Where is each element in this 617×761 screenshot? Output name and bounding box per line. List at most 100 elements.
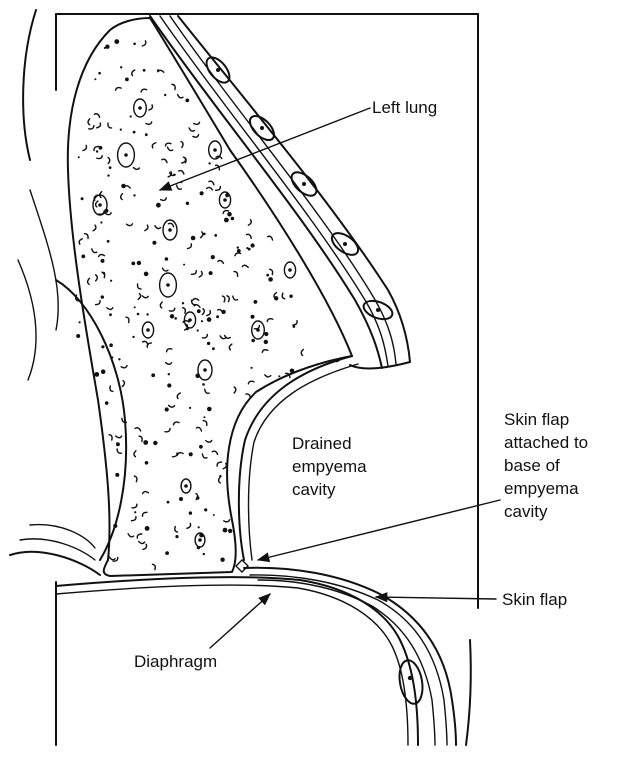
lung-cell-nucleus [166,283,170,287]
skin-flap-attached-label: Skin flap attached to base of empyema ca… [504,408,588,523]
lung-texture-mark [153,441,157,445]
lung-texture-mark [116,442,120,446]
lung-texture-mark [251,339,255,343]
chest-wall-cell-nucleus [376,308,380,312]
lung-texture-mark [219,477,221,483]
lung-texture-mark [121,194,123,200]
lung-texture-mark [278,375,280,377]
lung-texture-mark [216,186,221,190]
lung-texture-mark [165,428,170,431]
lung-texture-mark [156,203,161,208]
lung-texture-mark [108,123,112,128]
lung-texture-mark [133,194,135,196]
lung-texture-mark [137,313,140,316]
lung-texture-mark [145,225,148,230]
lung-texture-mark [229,344,232,350]
lung-texture-mark [110,280,112,282]
chest-wall-cell-nucleus [260,126,264,130]
lung-texture-mark [101,295,104,298]
lung-texture-mark [139,541,145,543]
lung-texture-mark [211,255,215,259]
lung-texture-mark [149,105,153,110]
lung-texture-mark [134,451,136,457]
lung-texture-mark [134,476,137,482]
lung-texture-mark [248,248,251,251]
lung-texture-mark [202,454,207,458]
lung-texture-mark [121,366,127,368]
lung-texture-mark [88,278,90,284]
lung-cell-nucleus [168,228,172,232]
lung-texture-mark [118,358,120,360]
lung-texture-mark [167,501,170,504]
lung-texture-mark [248,381,254,384]
lung-texture-mark [139,436,142,441]
lung-texture-mark [189,511,192,514]
lung-texture-mark [228,529,232,533]
lung-texture-mark [174,317,177,320]
lung-texture-mark [231,217,235,221]
lung-texture-mark [264,332,268,336]
lung-texture-mark [182,302,184,304]
lung-texture-mark [145,133,148,136]
lung-texture-mark [143,341,148,344]
lung-texture-mark [179,497,183,501]
lung-texture-mark [177,393,180,399]
lung-texture-mark [183,264,185,266]
lung-texture-mark [143,492,149,494]
lung-texture-mark [175,527,178,533]
lung-texture-mark [203,553,205,555]
lung-texture-mark [105,45,109,49]
lung-texture-mark [181,142,183,148]
lung-texture-mark [134,306,136,308]
lung-texture-mark [196,427,201,431]
lung-texture-mark [167,383,171,387]
lung-texture-mark [200,191,204,195]
lung-texture-mark [170,314,174,318]
lung-texture-mark [251,367,253,369]
lung-texture-mark [205,389,210,393]
lung-texture-mark [289,295,292,298]
lung-texture-mark [109,435,112,440]
lung-texture-mark [161,198,167,200]
lung-texture-mark [209,181,214,185]
lung-texture-mark [96,150,98,152]
lung-texture-mark [206,440,212,442]
lung-texture-mark [207,317,212,322]
lung-texture-mark [199,445,203,449]
lung-texture-mark [282,293,284,299]
lung-texture-mark [207,310,211,315]
lung-texture-mark [78,156,80,158]
lung-texture-mark [109,166,112,169]
lung-texture-mark [199,271,202,277]
lung-texture-mark [216,315,219,318]
lung-texture-mark [208,162,210,164]
lung-texture-mark [217,462,221,466]
lung-texture-mark [81,255,85,259]
lung-texture-mark [172,453,177,457]
lung-texture-mark [102,272,105,278]
lung-texture-mark [172,84,175,89]
lung-texture-mark [268,277,273,282]
lung-texture-mark [128,534,134,537]
lung-texture-mark [254,325,259,328]
lung-texture-mark [142,512,147,516]
lung-texture-mark [214,234,217,237]
lung-texture-mark [166,363,172,365]
lung-texture-mark [266,274,269,277]
lung-texture-mark [237,249,241,253]
lung-texture-mark [187,523,191,528]
lung-texture-mark [105,213,111,215]
lung-texture-mark [142,296,148,298]
lung-texture-mark [203,421,207,426]
lung-texture-mark [137,261,141,265]
lung-texture-mark [207,187,213,190]
lung-texture-mark [143,69,146,72]
lung-cell-nucleus [98,203,102,207]
lung-texture-mark [248,220,251,226]
lung-texture-mark [194,122,200,124]
lung-texture-mark [132,336,134,338]
lung-texture-mark [145,526,150,531]
lung-texture-mark [116,436,122,438]
lung-texture-mark [116,88,122,91]
lung-texture-mark [233,296,238,300]
